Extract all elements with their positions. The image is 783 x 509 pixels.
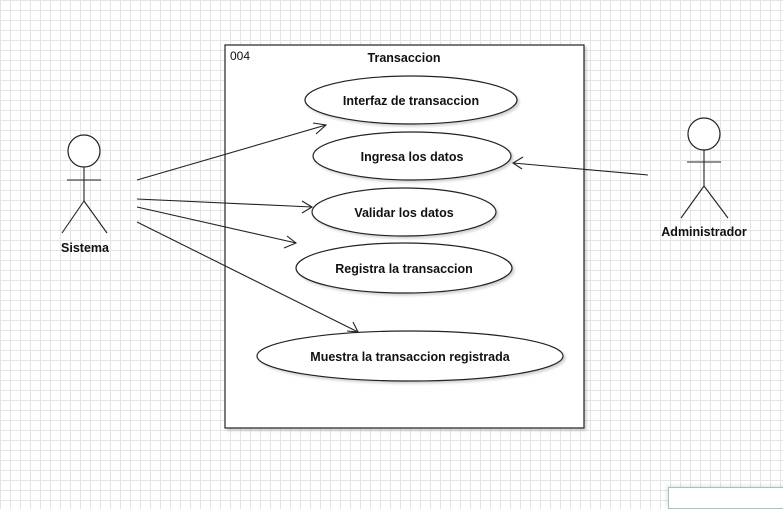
stick-figure-icon [680,117,729,219]
actor-administrador-label: Administrador [661,225,747,239]
system-id: 004 [230,49,250,63]
association-sistema-registra[interactable] [136,206,298,249]
system-title: Transaccion [368,51,441,65]
stick-figure-icon [61,134,108,234]
use-case-ingresa[interactable]: Ingresa los datos [312,131,512,181]
association-administrador-ingresa[interactable] [511,156,649,176]
use-case-ingresa-label: Ingresa los datos [361,150,464,164]
actor-sistema[interactable]: Sistema [61,134,110,255]
actor-administrador[interactable]: Administrador [661,117,747,239]
panel-corner[interactable] [668,487,783,509]
use-case-interfaz[interactable]: Interfaz de transaccion [304,75,518,125]
use-case-muestra[interactable]: Muestra la transaccion registrada [256,330,564,382]
use-case-registra-label: Registra la transaccion [335,262,473,276]
actor-sistema-label: Sistema [61,241,110,255]
association-sistema-muestra[interactable] [136,221,359,333]
use-case-interfaz-label: Interfaz de transaccion [343,94,479,108]
use-case-validar-label: Validar los datos [354,206,453,220]
use-case-muestra-label: Muestra la transaccion registrada [310,350,510,364]
use-case-validar[interactable]: Validar los datos [311,187,497,237]
association-sistema-interfaz[interactable] [136,122,328,181]
use-case-registra[interactable]: Registra la transaccion [295,242,513,294]
association-sistema-validar[interactable] [136,198,314,214]
